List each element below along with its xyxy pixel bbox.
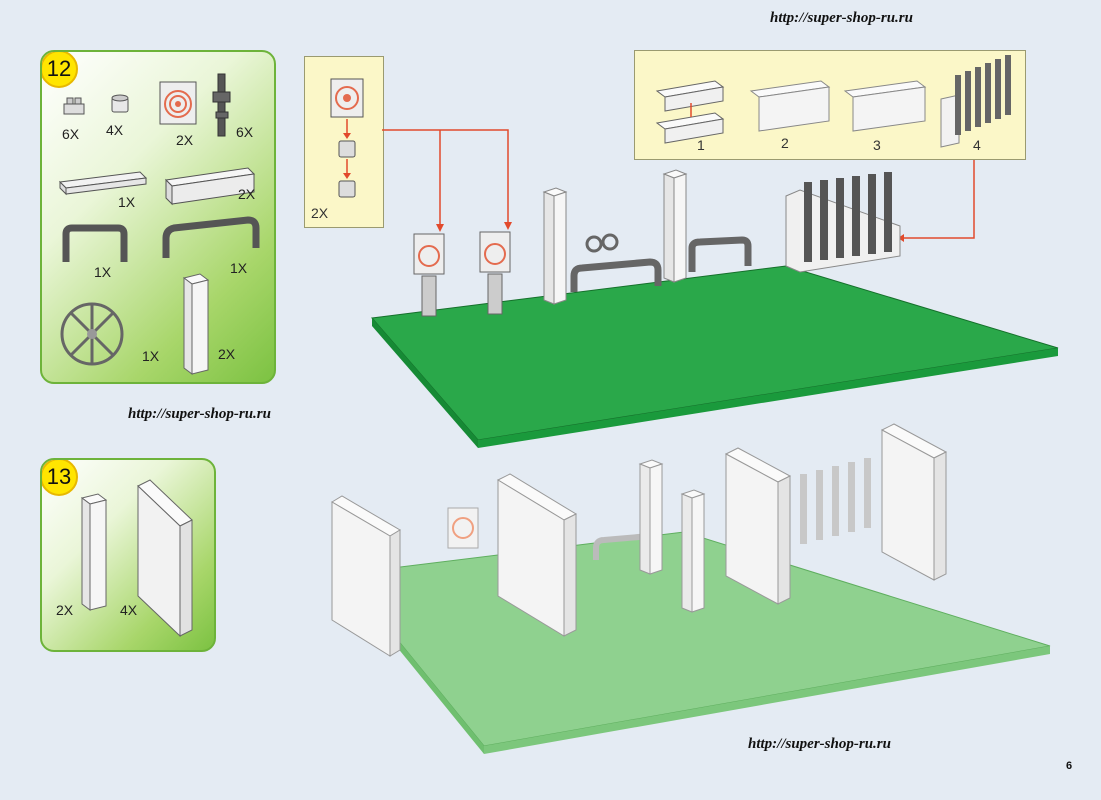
rack-step-2: 2	[781, 135, 789, 151]
step-12-parts-drawing	[58, 73, 260, 375]
qty-target-panel: 2X	[176, 132, 194, 148]
step-12-badge: 12	[42, 52, 78, 88]
qty-brick-1x6: 2X	[238, 186, 256, 202]
qty-long-handle: 1X	[230, 260, 248, 276]
page-number: 6	[1066, 760, 1073, 772]
bar-handle-icon	[62, 224, 128, 262]
qty-bar-handle: 1X	[94, 264, 112, 280]
rifle-rack-callout: 1 2 3 4	[634, 50, 1026, 160]
target-callout-qty: 2X	[311, 205, 329, 221]
qty-round-stud: 4X	[106, 122, 124, 138]
round-stud-icon	[111, 94, 129, 113]
step-13-parts-drawing	[80, 479, 193, 638]
watermark-url-bottom: http://super-shop-ru.ru	[748, 736, 891, 752]
pillar-icon	[80, 493, 108, 611]
step-12-structures	[413, 169, 901, 317]
step-13-parts-panel: 13 2X 4X	[40, 458, 216, 652]
stud-plate-icon	[63, 97, 85, 115]
qty-pillar-13: 2X	[56, 602, 74, 618]
qty-rifle: 6X	[236, 124, 254, 140]
step-13-baseplate	[343, 531, 1051, 754]
watermark-url-middle: http://super-shop-ru.ru	[128, 406, 271, 422]
qty-plate-1x6: 1X	[118, 194, 136, 210]
rack-step-3: 3	[873, 137, 881, 153]
long-handle-icon	[162, 216, 260, 258]
target-subassembly-callout: 2X	[304, 56, 384, 228]
target-panel-icon	[159, 81, 197, 125]
qty-pillar: 2X	[218, 346, 236, 362]
pillar-icon	[182, 273, 210, 375]
qty-stud-plate: 6X	[62, 126, 80, 142]
step-12-parts-panel: 12 6X 4X 2X 6X 1X 2X 1X 1X 1X 2X	[40, 50, 276, 384]
step-13-badge: 13	[42, 460, 78, 496]
brick-1x6-icon	[164, 167, 256, 206]
rifle-rack-drawing	[655, 55, 1011, 148]
rack-step-4: 4	[973, 137, 981, 153]
watermark-url-top: http://super-shop-ru.ru	[770, 10, 913, 26]
step-13-structures	[331, 423, 948, 657]
wall-panel-icon	[137, 479, 193, 638]
rifle-icon	[212, 73, 231, 137]
qty-wall-panel: 4X	[120, 602, 138, 618]
qty-weapon-wheel: 1X	[142, 348, 160, 364]
rack-step-1: 1	[697, 137, 705, 153]
target-subassembly-drawing	[330, 78, 364, 198]
step-12-baseplate	[371, 265, 1059, 448]
weapon-wheel-icon	[60, 302, 124, 366]
plate-1x6-icon	[58, 171, 148, 196]
